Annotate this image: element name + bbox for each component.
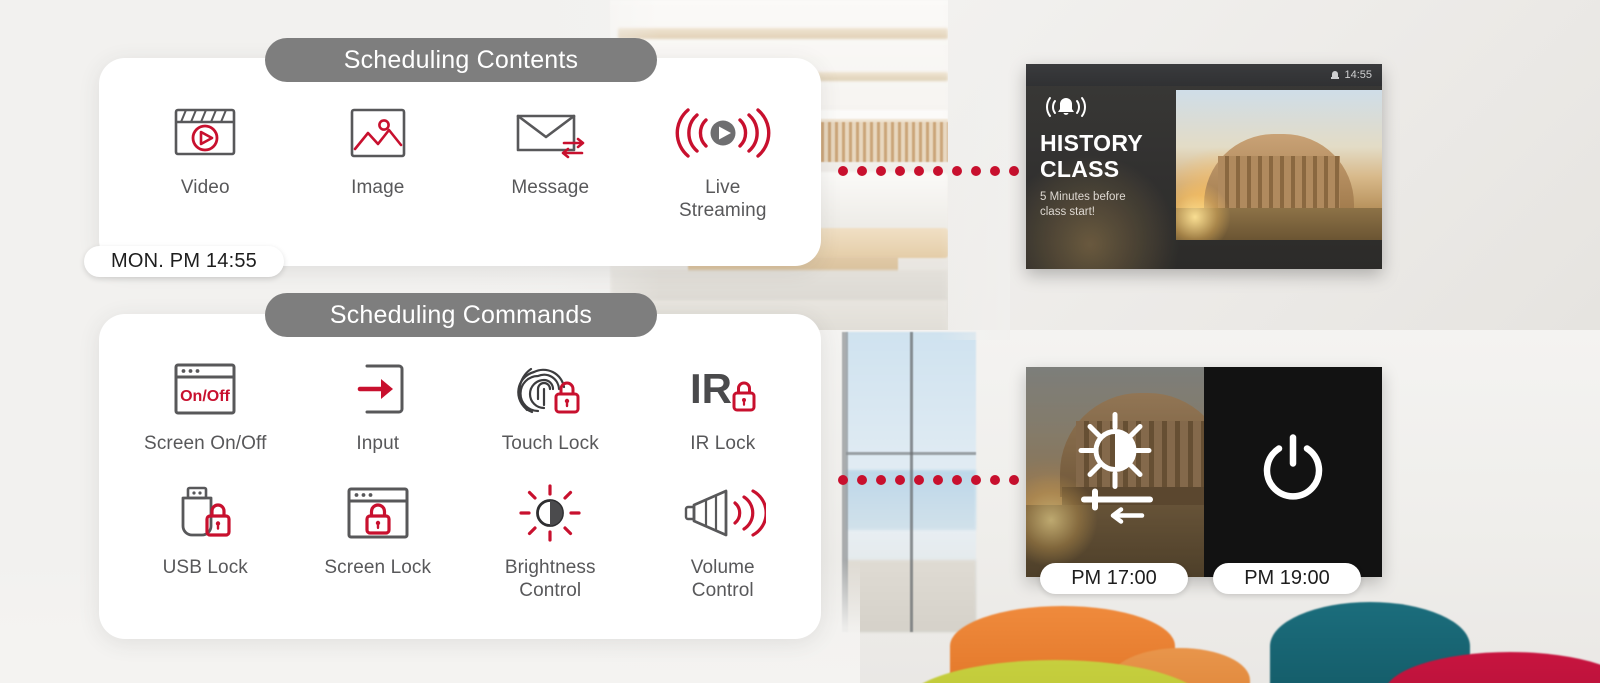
display-top-subtext-line2: class start! <box>1040 205 1095 218</box>
command-screen-on-off[interactable]: On/Off Screen On/Off <box>119 356 292 455</box>
connector-dot <box>1009 475 1019 485</box>
connector-dot <box>990 166 1000 176</box>
feature-label: Message <box>511 177 590 198</box>
connector-dot <box>895 475 905 485</box>
command-label: IR Lock <box>690 433 756 454</box>
signage-display-bottom <box>1026 367 1382 577</box>
scheduling-commands-title: Scheduling Commands <box>265 293 657 337</box>
command-label: Screen Lock <box>324 557 432 578</box>
display-bottom-right-panel <box>1204 367 1382 577</box>
feature-message[interactable]: Message <box>464 100 637 199</box>
ir-lock-icon: IR <box>684 356 762 422</box>
live-streaming-broadcast-icon <box>675 100 771 166</box>
display-top-subtext-line1: 5 Minutes before <box>1040 190 1126 203</box>
display-bottom-left-panel <box>1026 367 1204 577</box>
display-top-heading-line2: CLASS <box>1040 155 1120 182</box>
bell-broadcast-icon <box>1040 94 1180 123</box>
background-window-mullion <box>846 452 976 455</box>
connector-dot <box>895 166 905 176</box>
video-clapperboard-play-icon <box>171 100 239 166</box>
input-arrow-icon <box>347 356 409 422</box>
connector-dot <box>952 475 962 485</box>
scheduling-contents-title: Scheduling Contents <box>265 38 657 82</box>
brightness-decrease-icon <box>1062 411 1168 534</box>
power-off-icon <box>1258 433 1328 512</box>
connector-dot <box>876 166 886 176</box>
background-ottoman <box>905 660 1205 683</box>
display-top-status-bar: 14:55 <box>1026 64 1382 86</box>
command-usb-lock[interactable]: USB Lock <box>119 480 292 579</box>
brightness-control-sun-icon <box>517 480 583 546</box>
usb-lock-icon <box>171 480 239 546</box>
status-time: 14:55 <box>1344 69 1372 81</box>
scheduling-contents-grid: Video Image Message <box>119 100 809 223</box>
feature-label: Video <box>180 177 230 198</box>
scheduling-contents-card <box>99 58 821 266</box>
feature-video[interactable]: Video <box>119 100 292 199</box>
scheduling-commands-card <box>99 314 821 639</box>
touch-lock-fingerprint-icon <box>514 356 586 422</box>
command-input[interactable]: Input <box>292 356 465 455</box>
schedule-label-mon-pm: MON. PM 14:55 <box>84 246 284 277</box>
connector-dot <box>914 166 924 176</box>
command-touch-lock[interactable]: Touch Lock <box>464 356 637 455</box>
feature-image[interactable]: Image <box>292 100 465 199</box>
command-label: Touch Lock <box>501 433 599 454</box>
schedule-label-pm-19: PM 19:00 <box>1213 563 1361 594</box>
ir-lock-badge-text: IR <box>690 365 732 412</box>
screen-onoff-badge-text: On/Off <box>180 388 230 405</box>
display-top-heading-line1: HISTORY <box>1040 130 1144 156</box>
colosseum-sunrise-photo <box>1176 90 1382 240</box>
connector-dot <box>857 166 867 176</box>
signage-display-top: 14:55 HISTORY CLASS 5 Minutes before cla… <box>1026 64 1382 269</box>
volume-control-speaker-icon <box>680 480 766 546</box>
feature-label: Image <box>351 177 405 198</box>
scheduling-commands-grid: On/Off Screen On/Off Input <box>119 356 809 604</box>
display-top-message-block: HISTORY CLASS 5 Minutes before class sta… <box>1040 94 1180 220</box>
connector-dot <box>952 166 962 176</box>
connector-dot <box>1009 166 1019 176</box>
background-shelf-upper <box>618 28 948 39</box>
connector-dot <box>971 166 981 176</box>
command-label: USB Lock <box>162 557 248 578</box>
screen-lock-window-icon <box>343 480 413 546</box>
command-screen-lock[interactable]: Screen Lock <box>292 480 465 579</box>
connector-dot <box>914 475 924 485</box>
command-label: Input <box>356 433 400 454</box>
command-label: Screen On/Off <box>144 433 267 454</box>
connector-dot <box>857 475 867 485</box>
bell-icon <box>1331 70 1340 80</box>
command-ir-lock[interactable]: IR IR Lock <box>637 356 810 455</box>
connector-dot <box>933 166 943 176</box>
connector-dot <box>838 166 848 176</box>
connector-dot <box>838 475 848 485</box>
image-photo-icon <box>347 100 409 166</box>
connector-dot <box>933 475 943 485</box>
connector-dot <box>971 475 981 485</box>
message-envelope-exchange-icon <box>512 100 588 166</box>
connector-dot <box>876 475 886 485</box>
connector-dot <box>990 475 1000 485</box>
schedule-label-pm-17: PM 17:00 <box>1040 563 1188 594</box>
screen-onoff-window-icon: On/Off <box>170 356 240 422</box>
background-window-mullion <box>910 332 913 632</box>
